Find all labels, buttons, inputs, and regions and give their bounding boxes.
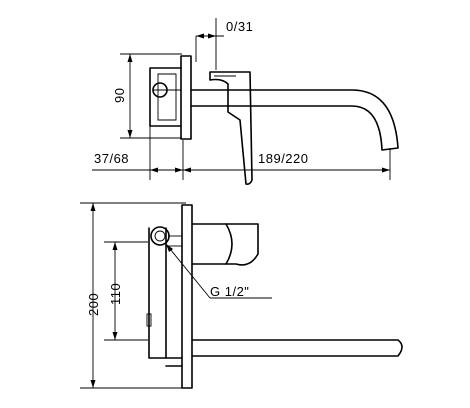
dim-total-height: 200 — [80, 202, 186, 389]
side-concealed-body — [149, 67, 182, 127]
front-concealed-body — [148, 227, 183, 359]
dim-inlet-height: 110 — [104, 241, 148, 341]
label-inlet-height: 110 — [108, 283, 123, 305]
front-view — [146, 204, 403, 389]
label-body-height: 90 — [112, 88, 127, 103]
label-spout-reach: 189/220 — [258, 151, 309, 166]
label-thread: G 1/2" — [210, 284, 249, 299]
side-spout — [190, 89, 399, 151]
thread-callout: G 1/2" — [165, 243, 272, 299]
front-cartridge-inner — [154, 230, 166, 242]
label-total-height: 200 — [86, 293, 101, 316]
dim-top-offset: 0/31 — [195, 18, 253, 70]
side-view — [149, 55, 399, 185]
dim-body-height: 90 — [112, 53, 182, 139]
side-body-inner — [157, 73, 177, 121]
label-depth: 37/68 — [94, 151, 129, 166]
front-wall-plate — [181, 204, 193, 389]
dim-depth-reach: 37/68 189/220 — [92, 126, 391, 180]
front-spout — [191, 339, 403, 357]
side-handle — [209, 71, 253, 185]
side-wall-plate — [180, 55, 192, 140]
front-handle-curve — [225, 223, 233, 265]
label-top-offset: 0/31 — [226, 19, 253, 34]
front-inlet — [146, 313, 152, 327]
front-handle-block — [191, 223, 259, 266]
